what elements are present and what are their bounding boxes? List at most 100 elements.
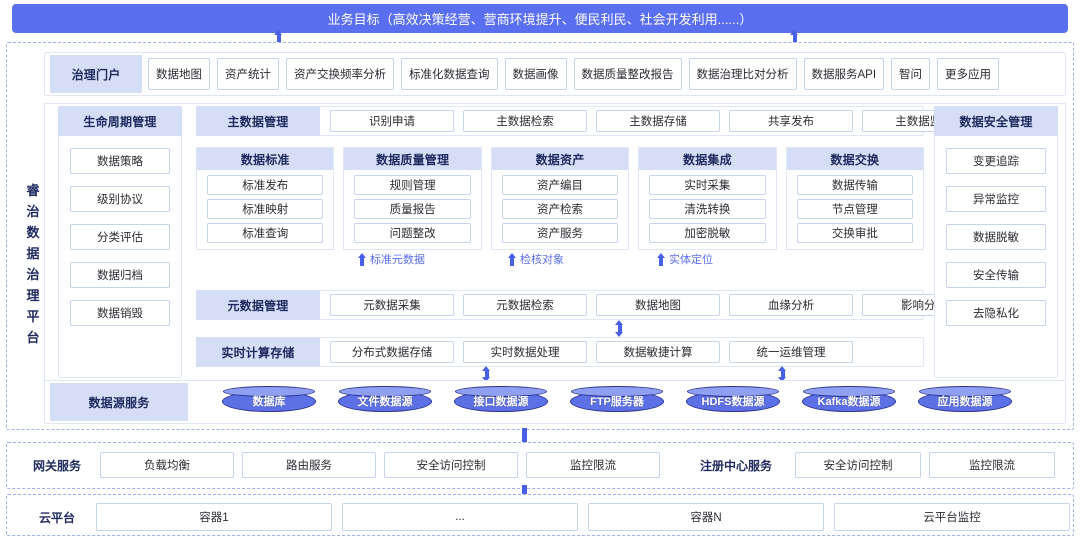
registry-header: 注册中心服务: [699, 458, 772, 473]
registry-item-list: 安全访问控制 监控限流: [795, 452, 1055, 478]
registry-item[interactable]: 安全访问控制: [795, 452, 921, 478]
lifecycle-item[interactable]: 级别协议: [70, 186, 170, 212]
group-item[interactable]: 实时采集: [649, 175, 766, 195]
portal-app-item[interactable]: 数据治理比对分析: [688, 58, 797, 90]
group-header: 数据质量管理: [344, 148, 481, 170]
group-item[interactable]: 交换审批: [796, 223, 914, 243]
gateway-item[interactable]: 负载均衡: [100, 452, 234, 478]
annotation: 实体定位: [657, 251, 713, 267]
up-arrow-icon: [657, 252, 665, 266]
connector-metadata-realtime: [615, 320, 624, 337]
cylinder-top: [687, 386, 779, 397]
brand-char: 据: [26, 245, 40, 261]
security-item[interactable]: 安全传输: [946, 262, 1046, 288]
cloud-header: 云平台: [38, 510, 75, 525]
security-item[interactable]: 变更追踪: [946, 148, 1046, 174]
group-header: 数据集成: [639, 148, 776, 170]
datasource-cylinder[interactable]: Kafka数据源: [802, 386, 896, 416]
capability-group: 数据质量管理 规则管理 质量报告 问题整改: [343, 147, 482, 250]
metadata-header: 元数据管理: [196, 290, 320, 320]
group-item[interactable]: 资产检索: [501, 199, 619, 219]
master-data-item[interactable]: 主数据存储: [596, 110, 720, 132]
cylinder-top: [223, 386, 315, 397]
metadata-item[interactable]: 数据地图: [596, 294, 720, 316]
lifecycle-header: 生命周期管理: [58, 106, 182, 136]
datasource-cylinder[interactable]: FTP服务器: [570, 386, 664, 416]
datasource-header: 数据源服务: [50, 383, 188, 421]
group-item-list: 标准发布 标准映射 标准查询: [197, 170, 333, 249]
realtime-item[interactable]: 统一运维管理: [729, 341, 853, 363]
brand-char: 理: [26, 288, 40, 304]
portal-app-item[interactable]: 数据地图: [148, 58, 210, 90]
security-item[interactable]: 异常监控: [946, 186, 1046, 212]
group-item[interactable]: 标准映射: [207, 199, 324, 219]
brand-char: 数: [26, 224, 40, 240]
registry-item[interactable]: 监控限流: [929, 452, 1055, 478]
group-item[interactable]: 数据传输: [796, 175, 914, 195]
group-item[interactable]: 清洗转换: [649, 199, 766, 219]
lifecycle-item[interactable]: 分类评估: [70, 224, 170, 250]
portal-app-item[interactable]: 更多应用: [937, 58, 1000, 90]
gateway-item-list: 负载均衡 路由服务 安全访问控制 监控限流: [100, 452, 660, 478]
cylinder-top: [571, 386, 663, 397]
portal-app-item[interactable]: 资产统计: [217, 58, 279, 90]
group-item[interactable]: 质量报告: [354, 199, 471, 219]
group-item[interactable]: 问题整改: [354, 223, 471, 243]
portal-app-item[interactable]: 标准化数据查询: [401, 58, 498, 90]
realtime-item[interactable]: 数据敏捷计算: [596, 341, 720, 363]
group-item[interactable]: 标准查询: [207, 223, 324, 243]
master-data-item[interactable]: 主数据检索: [463, 110, 587, 132]
metadata-item-list: 元数据采集 元数据检索 数据地图 血缘分析 影响分析: [330, 294, 986, 316]
datasource-label: 数据库: [252, 396, 286, 408]
group-item[interactable]: 资产编目: [501, 175, 619, 195]
group-item[interactable]: 标准发布: [207, 175, 324, 195]
portal-app-item[interactable]: 数据服务API: [803, 58, 885, 90]
datasource-cylinder[interactable]: 数据库: [222, 386, 316, 416]
datasource-label: 文件数据源: [357, 396, 413, 408]
realtime-item[interactable]: 实时数据处理: [463, 341, 587, 363]
group-item[interactable]: 资产服务: [501, 223, 619, 243]
brand-char: 台: [26, 330, 40, 346]
group-item[interactable]: 节点管理: [796, 199, 914, 219]
metadata-item[interactable]: 血缘分析: [729, 294, 853, 316]
cloud-item[interactable]: 容器N: [588, 503, 824, 531]
cylinder-top: [803, 386, 895, 397]
security-item[interactable]: 去隐私化: [946, 300, 1046, 326]
datasource-cylinder[interactable]: 接口数据源: [454, 386, 548, 416]
capability-group: 数据集成 实时采集 清洗转换 加密脱敏: [638, 147, 777, 250]
gateway-header: 网关服务: [32, 458, 81, 473]
connector-platform-gateway: [522, 428, 527, 444]
metadata-item[interactable]: 元数据检索: [463, 294, 587, 316]
annotation: 标准元数据: [358, 251, 425, 267]
datasource-cylinder[interactable]: HDFS数据源: [686, 386, 780, 416]
annotation: 检核对象: [508, 251, 564, 267]
lifecycle-item[interactable]: 数据策略: [70, 148, 170, 174]
metadata-item[interactable]: 元数据采集: [330, 294, 454, 316]
annotation-row: 标准元数据 检核对象 实体定位: [196, 251, 924, 269]
group-item[interactable]: 加密脱敏: [649, 223, 766, 243]
gateway-item[interactable]: 路由服务: [242, 452, 376, 478]
portal-app-list: 数据地图 资产统计 资产交换频率分析 标准化数据查询 数据画像 数据质量整改报告…: [148, 58, 1000, 90]
datasource-label: HDFS数据源: [701, 396, 765, 408]
portal-app-item[interactable]: 智问: [891, 58, 931, 90]
master-data-item[interactable]: 识别申请: [330, 110, 454, 132]
cloud-item[interactable]: ...: [342, 503, 578, 531]
master-data-item[interactable]: 共享发布: [729, 110, 853, 132]
security-item[interactable]: 数据脱敏: [946, 224, 1046, 250]
datasource-label: Kafka数据源: [817, 396, 881, 408]
datasource-cylinder[interactable]: 应用数据源: [918, 386, 1012, 416]
cloud-item[interactable]: 云平台监控: [834, 503, 1070, 531]
portal-app-item[interactable]: 数据质量整改报告: [573, 58, 682, 90]
gateway-item[interactable]: 安全访问控制: [384, 452, 518, 478]
datasource-cylinder[interactable]: 文件数据源: [338, 386, 432, 416]
portal-app-item[interactable]: 资产交换频率分析: [286, 58, 394, 90]
realtime-item[interactable]: 分布式数据存储: [330, 341, 454, 363]
group-item[interactable]: 规则管理: [354, 175, 471, 195]
portal-app-item[interactable]: 数据画像: [504, 58, 567, 90]
realtime-header: 实时计算存储: [196, 337, 320, 367]
lifecycle-item[interactable]: 数据销毁: [70, 300, 170, 326]
lifecycle-item[interactable]: 数据归档: [70, 262, 170, 288]
gateway-item[interactable]: 监控限流: [526, 452, 660, 478]
group-item-list: 实时采集 清洗转换 加密脱敏: [639, 170, 775, 249]
cloud-item[interactable]: 容器1: [96, 503, 332, 531]
